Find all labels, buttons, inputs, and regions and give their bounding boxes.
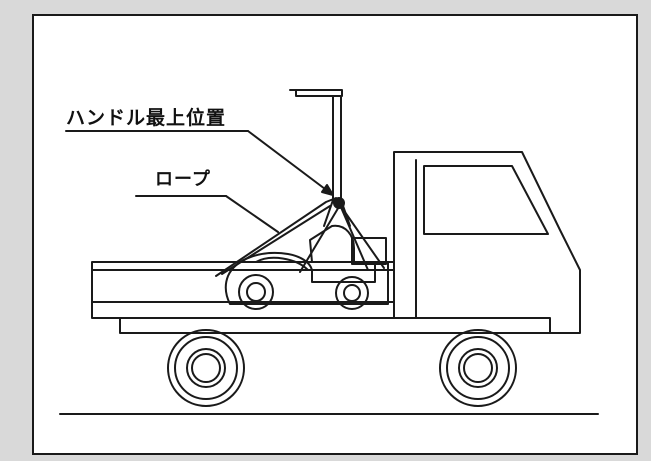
machine-rear-wheel bbox=[238, 274, 274, 310]
machine-hood bbox=[351, 237, 387, 265]
cab-window bbox=[423, 165, 549, 235]
rear-wheel bbox=[167, 329, 245, 407]
label-rope: ロープ bbox=[155, 169, 211, 190]
chassis bbox=[119, 317, 551, 334]
handle-bar bbox=[289, 89, 343, 97]
front-wheel bbox=[439, 329, 517, 407]
rope-knot bbox=[333, 197, 345, 209]
loaded-machine bbox=[224, 89, 389, 310]
handle-leader-diagonal bbox=[247, 130, 334, 196]
machine-front-wheel bbox=[335, 276, 369, 310]
handle-leader-arrow bbox=[321, 184, 334, 196]
truck-cab bbox=[393, 151, 581, 334]
rope-leader-diagonal bbox=[225, 195, 279, 233]
machine-engine bbox=[309, 224, 355, 263]
machine-body bbox=[224, 252, 389, 305]
label-handle-top-position: ハンドル最上位置 bbox=[66, 107, 227, 129]
rope bbox=[215, 197, 385, 277]
